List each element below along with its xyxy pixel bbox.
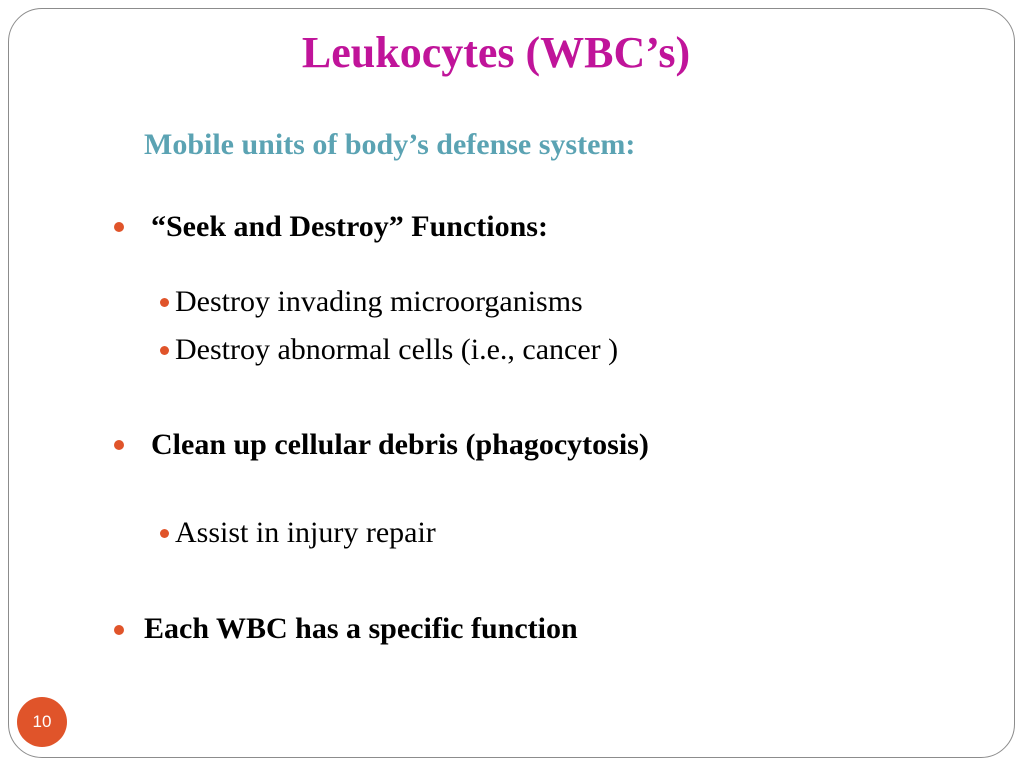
page-number-badge: 10: [17, 697, 67, 747]
slide-frame: [8, 8, 1015, 758]
sub-bullet-text: Destroy abnormal cells (i.e., cancer ): [175, 333, 619, 366]
sub-bullet-text: Assist in injury repair: [175, 516, 436, 549]
bullet-text: “Seek and Destroy” Functions:: [151, 210, 548, 243]
bullet-dot: [114, 440, 124, 450]
bullet-dot: [114, 222, 124, 232]
sub-bullet-dot: [160, 346, 169, 355]
sub-bullet-dot: [160, 529, 169, 538]
bullet-text: Each WBC has a specific function: [144, 612, 578, 645]
sub-bullet-text: Destroy invading microorganisms: [175, 285, 583, 318]
bullet-text: Clean up cellular debris (phagocytosis): [151, 428, 649, 461]
slide-title: Leukocytes (WBC’s): [301, 28, 691, 77]
bullet-dot: [114, 625, 124, 635]
slide-subtitle: Mobile units of body’s defense system:: [144, 128, 636, 161]
sub-bullet-dot: [160, 298, 169, 307]
